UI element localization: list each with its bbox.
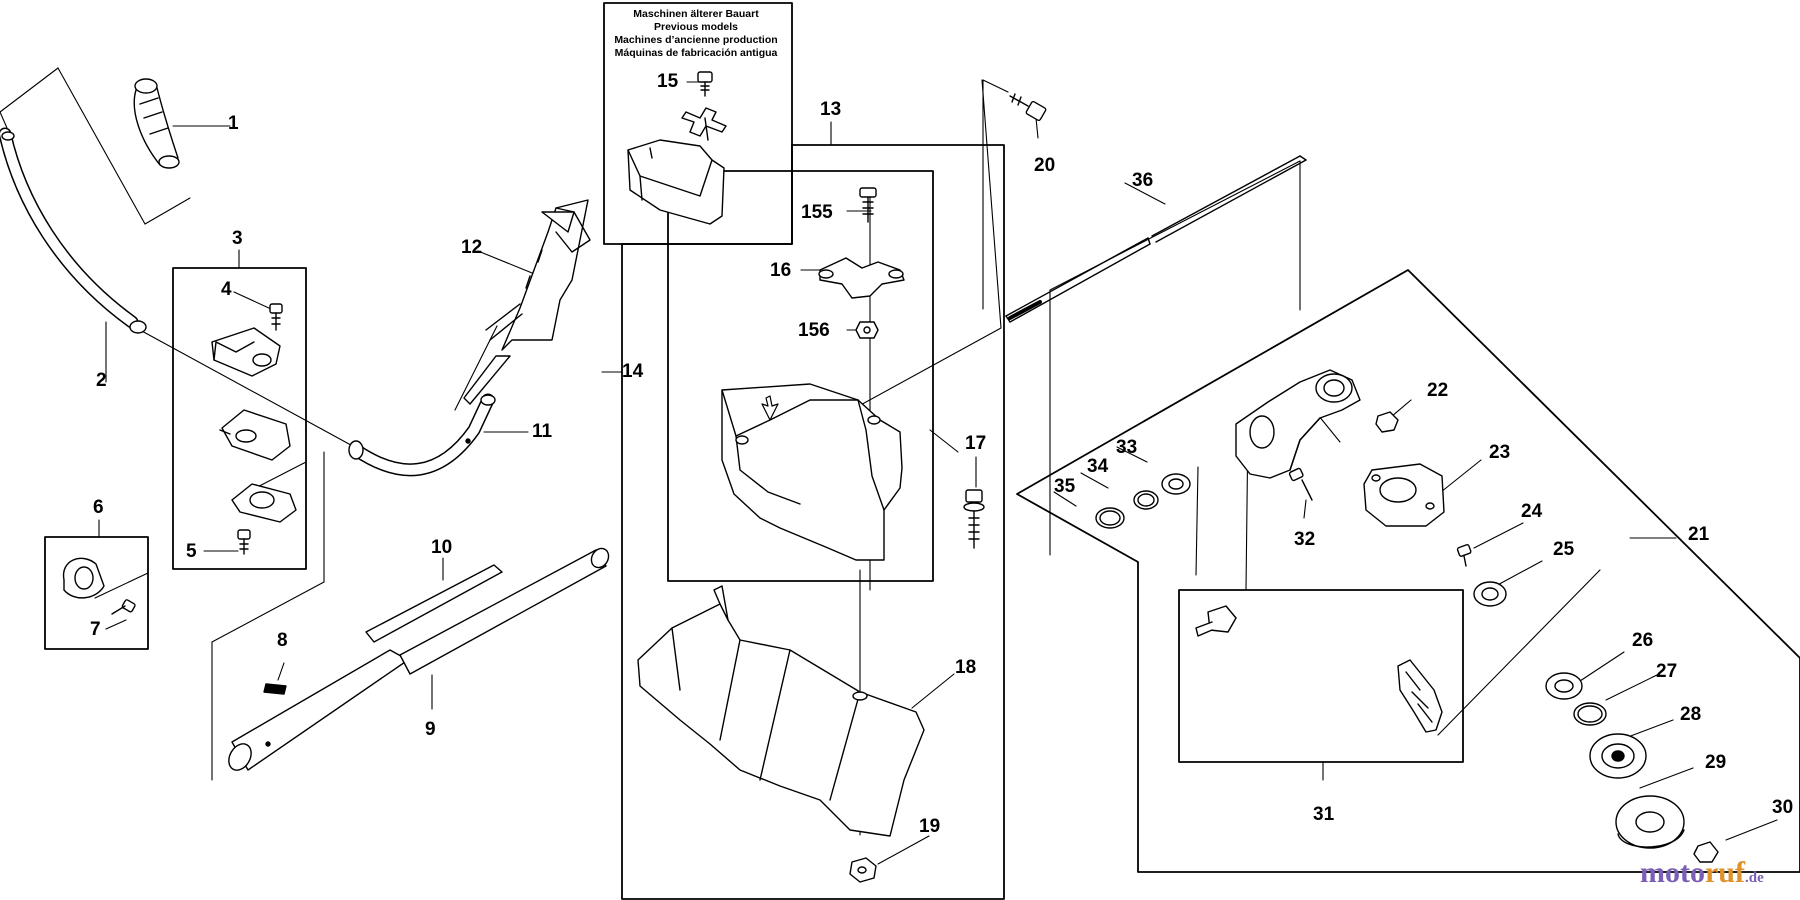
part-4-screw — [269, 303, 283, 331]
part-label-34: 34 — [1087, 456, 1109, 477]
part-28-collar — [1589, 733, 1647, 779]
part-label-18: 18 — [955, 657, 977, 678]
part-35-circlip — [1095, 507, 1125, 529]
inset-title-en: Previous models — [653, 21, 739, 33]
part-label-15: 15 — [657, 71, 679, 92]
part-10-strip — [365, 564, 503, 643]
gear-housing — [1235, 369, 1361, 479]
part-label-1: 1 — [228, 113, 239, 134]
part-15-bolt — [697, 71, 713, 97]
part-label-12: 12 — [461, 237, 483, 258]
part-label-7: 7 — [90, 619, 101, 640]
inset-guard-part — [627, 117, 725, 225]
motoruf-watermark: motoruf.de — [1640, 858, 1764, 888]
part-label-16: 16 — [770, 260, 792, 281]
group-31-frame — [1178, 589, 1464, 763]
part-label-21: 21 — [1688, 524, 1710, 545]
part-11-loop-handle — [348, 393, 496, 477]
part-label-24: 24 — [1521, 501, 1543, 522]
part-17-bolt — [963, 489, 985, 549]
group-6-frame — [44, 536, 149, 650]
part-label-20: 20 — [1034, 155, 1056, 176]
part-25-bearing — [1473, 581, 1507, 607]
group-14-frame — [667, 170, 934, 582]
part-label-13: 13 — [820, 99, 842, 120]
clamp-middle — [219, 409, 291, 461]
inset-title-fr: Machines d’ancienne production — [614, 34, 778, 46]
part-label-36: 36 — [1132, 170, 1154, 191]
part-20-bolt — [1009, 93, 1047, 122]
part-8-shim — [263, 683, 287, 695]
part-26-bearing — [1545, 672, 1583, 700]
part-label-17: 17 — [965, 433, 987, 454]
part-label-35: 35 — [1054, 476, 1076, 497]
part-36-drive-shaft — [1005, 155, 1307, 323]
inset-title-de: Maschinen älterer Bauart — [633, 8, 759, 20]
part-label-28: 28 — [1680, 704, 1702, 725]
part-6-hanger — [62, 557, 105, 599]
part-22-bolt — [1375, 411, 1399, 433]
clamp-lower — [231, 483, 297, 523]
part-14-guard — [721, 383, 903, 561]
inset-clamp-part — [681, 107, 727, 137]
part-1-grip — [133, 78, 180, 169]
watermark-part2: ruf — [1704, 856, 1745, 889]
part-label-10: 10 — [431, 537, 453, 558]
part-label-4: 4 — [221, 279, 232, 300]
part-label-5: 5 — [186, 541, 197, 562]
part-30-nut — [1693, 841, 1719, 863]
part-label-32: 32 — [1294, 529, 1316, 550]
leader-lines — [98, 81, 1778, 865]
part-31-gear-set — [1195, 605, 1443, 733]
part-label-25: 25 — [1553, 539, 1575, 560]
part-label-8: 8 — [277, 630, 288, 651]
part-2-handle-bar — [0, 127, 147, 334]
part-18-guard-extension — [637, 585, 925, 837]
part-12-grip-lever — [463, 199, 591, 405]
part-label-23: 23 — [1489, 442, 1511, 463]
part-16-clamp — [818, 257, 905, 299]
part-label-26: 26 — [1632, 630, 1654, 651]
group-13-frame — [621, 144, 1005, 900]
part-34-ring — [1133, 490, 1159, 510]
part-156-nut — [855, 321, 879, 339]
part-23-cover-plate — [1363, 463, 1445, 527]
part-19-nut — [849, 857, 877, 883]
part-27-circlip — [1573, 702, 1607, 726]
part-label-3: 3 — [232, 228, 243, 249]
part-label-14: 14 — [622, 361, 644, 382]
part-33-bearing — [1161, 473, 1191, 495]
part-32-bolt — [1288, 467, 1313, 501]
part-label-156: 156 — [798, 320, 830, 341]
watermark-part1: moto — [1640, 856, 1705, 889]
part-5-screw — [237, 529, 251, 555]
part-label-27: 27 — [1656, 661, 1678, 682]
part-9-shaft-tube — [228, 547, 610, 771]
part-label-33: 33 — [1116, 437, 1138, 458]
part-7-screw — [111, 599, 136, 615]
part-label-19: 19 — [919, 816, 941, 837]
clamp-upper — [211, 327, 281, 377]
part-label-2: 2 — [96, 370, 107, 391]
watermark-part3: .de — [1744, 870, 1764, 886]
part-24-screw — [1456, 544, 1472, 567]
part-label-30: 30 — [1772, 797, 1794, 818]
inset-title-es: Máquinas de fabricación antigua — [614, 47, 778, 59]
part-label-9: 9 — [425, 719, 436, 740]
group-21-frame — [1016, 269, 1800, 873]
part-29-cup — [1615, 795, 1685, 849]
part-label-6: 6 — [93, 497, 104, 518]
part-155-bolt — [859, 187, 877, 223]
part-label-155: 155 — [801, 202, 833, 223]
part-label-29: 29 — [1705, 752, 1727, 773]
part-label-22: 22 — [1427, 380, 1449, 401]
inset-title: Maschinen älterer Bauart Previous models… — [604, 8, 788, 60]
part-label-11: 11 — [532, 421, 553, 442]
part-label-31: 31 — [1313, 804, 1335, 825]
